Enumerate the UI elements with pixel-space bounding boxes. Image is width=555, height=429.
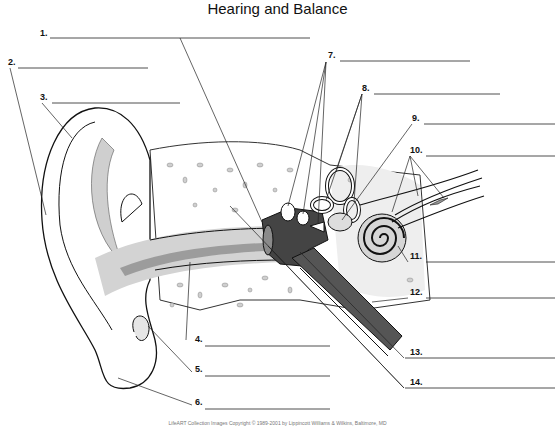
eustachian-tube — [292, 248, 402, 350]
leader-line — [410, 156, 418, 196]
leader-line — [180, 38, 262, 222]
cochlea — [358, 214, 406, 262]
callout-number: 13. — [410, 347, 423, 357]
temporal-bone — [150, 142, 430, 310]
bone-speckle — [257, 163, 263, 167]
leader-line — [230, 206, 404, 388]
vestibular-nerve — [360, 170, 478, 205]
leader-line — [10, 68, 46, 215]
leader-line — [372, 298, 408, 302]
semicircular-canal — [312, 198, 332, 212]
leader-line — [354, 94, 362, 202]
answer-line — [405, 358, 555, 359]
bone-speckle — [222, 283, 228, 287]
callout-number: 8. — [362, 83, 370, 93]
copyright-note: LifeART Collection Images Copyright © 19… — [0, 420, 555, 426]
callout-number: 14. — [410, 377, 423, 387]
callout-number: 10. — [410, 145, 423, 155]
answer-line — [426, 298, 555, 299]
bone-speckle — [213, 188, 217, 192]
leader-line — [300, 252, 404, 358]
bone-speckle — [197, 163, 203, 167]
answer-line — [426, 262, 555, 263]
callout-number: 2. — [8, 57, 16, 67]
tympanic-membrane — [263, 225, 273, 255]
bone-speckle — [288, 287, 292, 293]
bone-speckle — [167, 163, 173, 167]
bone-speckle — [170, 303, 174, 307]
cochlea-spiral — [364, 218, 404, 254]
callout-number: 12. — [410, 287, 423, 297]
answer-line — [374, 94, 500, 95]
callout-number: 7. — [328, 50, 336, 60]
tube-wall — [300, 268, 388, 356]
leader-line — [186, 262, 190, 340]
vestibule — [328, 213, 352, 231]
canal-wall — [155, 260, 286, 270]
bone-speckle — [183, 177, 187, 183]
ear-canal-center — [120, 242, 286, 276]
bone-speckle — [237, 303, 243, 307]
bone-speckle — [248, 288, 252, 292]
nerve-ganglion — [430, 198, 448, 205]
tragus — [121, 194, 142, 222]
leader-line — [326, 94, 362, 200]
answer-line — [205, 409, 330, 410]
diagram-title: Hearing and Balance — [0, 0, 555, 17]
leader-line — [318, 62, 326, 224]
leader-line — [392, 156, 410, 212]
callout-number: 3. — [40, 92, 48, 102]
answer-line — [405, 388, 555, 389]
bone-speckle — [262, 276, 268, 280]
leader-line — [42, 103, 72, 138]
facial-nerve — [398, 196, 484, 228]
leader-line — [118, 378, 192, 405]
inner-ear-bone — [330, 165, 425, 297]
stapes — [310, 222, 324, 232]
answer-line — [205, 346, 330, 347]
bone-speckle — [227, 168, 233, 172]
answer-line — [426, 156, 555, 157]
bone-speckle — [287, 168, 293, 172]
semicircular-canal — [312, 198, 332, 212]
callout-number: 1. — [40, 28, 48, 38]
callout-number: 4. — [195, 334, 203, 344]
leader-line — [410, 156, 444, 198]
leader-lines — [10, 38, 444, 405]
ear-canal — [95, 226, 286, 296]
bone-speckle — [198, 292, 202, 298]
callout-number: 9. — [412, 113, 420, 123]
leader-line — [148, 326, 192, 372]
answer-lines — [18, 38, 555, 409]
callout-number: 6. — [195, 397, 203, 407]
bone-speckle — [177, 283, 183, 287]
antitragus — [133, 316, 149, 341]
leader-line — [398, 246, 408, 262]
answer-line — [340, 61, 470, 62]
bone-speckle — [407, 278, 413, 282]
answer-line — [205, 376, 330, 377]
answer-line — [52, 103, 180, 104]
answer-line — [424, 124, 555, 125]
callout-number: 11. — [410, 251, 422, 261]
answer-line — [18, 68, 148, 69]
bone-speckle — [273, 188, 277, 192]
bone-speckle — [193, 203, 197, 207]
leader-line — [342, 124, 412, 220]
cochlear-nerve — [392, 186, 480, 222]
callout-number: 5. — [195, 364, 203, 374]
antihelix — [91, 138, 122, 262]
